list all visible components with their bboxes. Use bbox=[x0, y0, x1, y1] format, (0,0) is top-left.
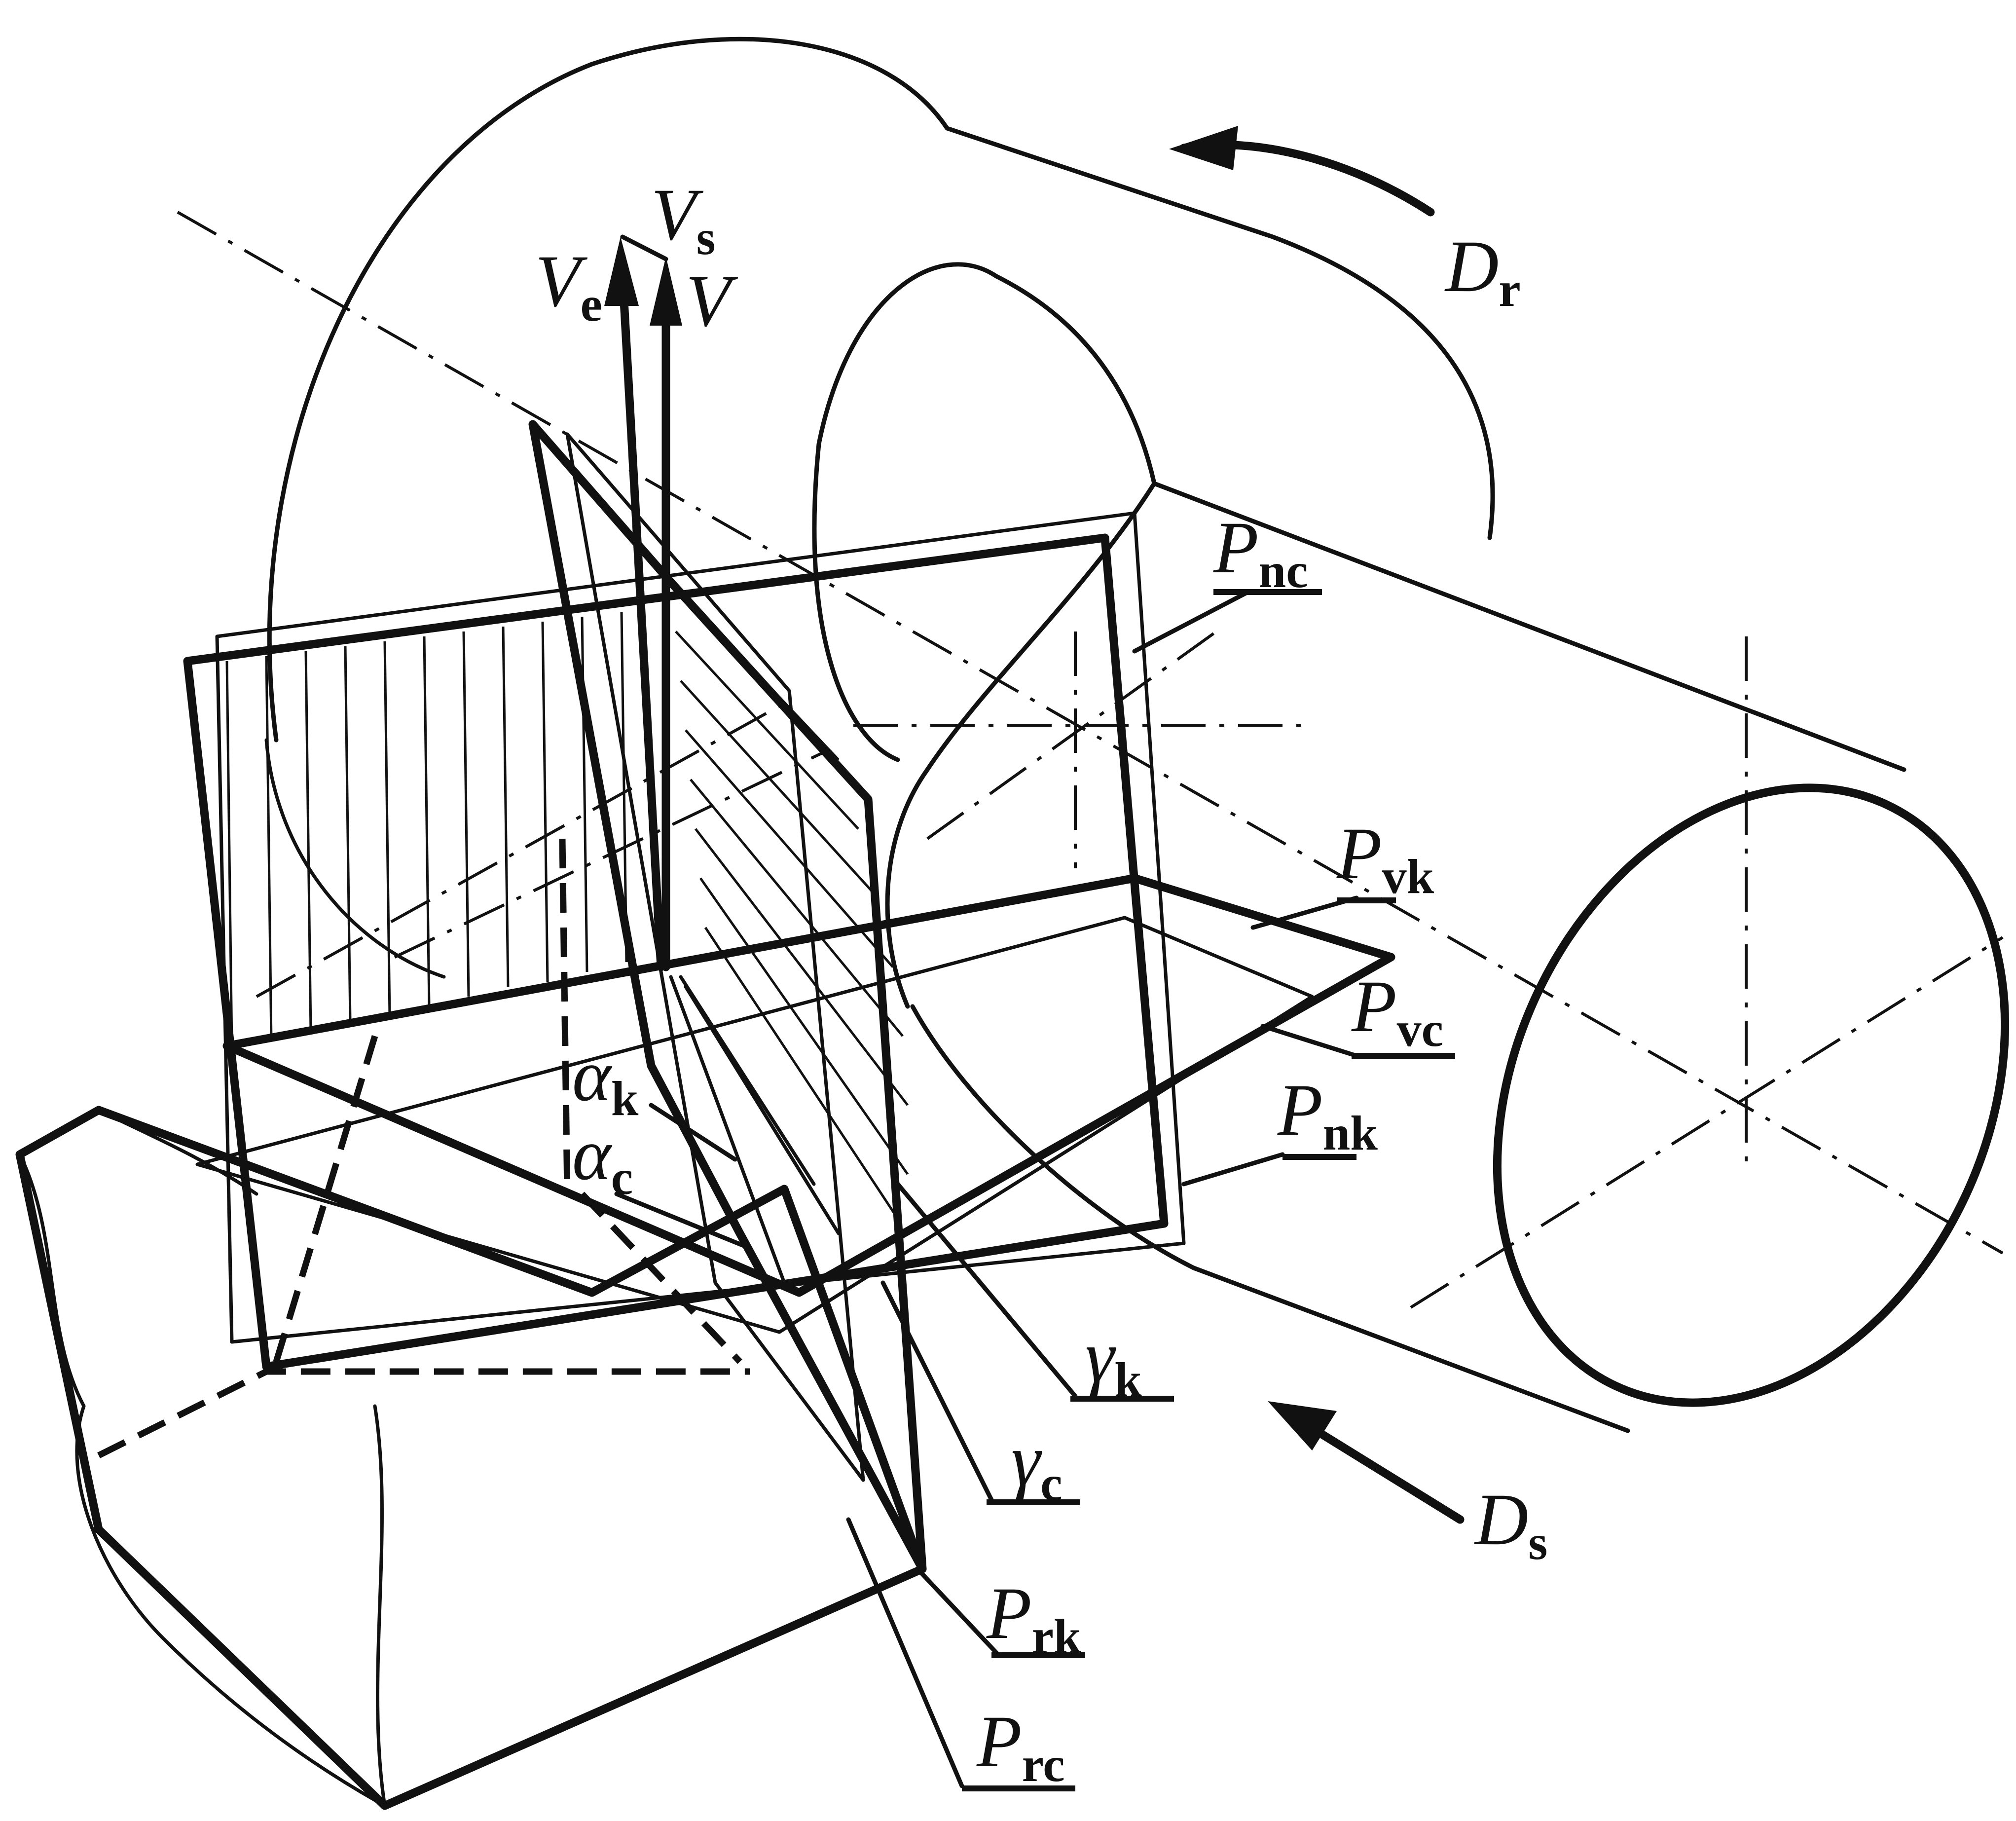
leader-prk bbox=[915, 1566, 999, 1655]
tool-section-edge bbox=[373, 1404, 387, 1808]
label-prk: Prk bbox=[986, 1572, 1081, 1664]
workpiece-left-end bbox=[267, 37, 1495, 743]
leader-prc bbox=[846, 1517, 964, 1788]
label-gk: γk bbox=[1085, 1316, 1142, 1407]
hatched-face-left bbox=[225, 611, 628, 1046]
feed-arrow-head bbox=[1268, 1401, 1337, 1450]
vector-vs bbox=[620, 234, 668, 261]
label-ak: αk bbox=[572, 1035, 639, 1126]
tool-break-line bbox=[18, 1152, 387, 1808]
label-pvk: Pvk bbox=[1336, 813, 1434, 904]
label-prc: Prc bbox=[976, 1701, 1065, 1792]
label-gc: γc bbox=[1011, 1419, 1063, 1511]
hidden-edges bbox=[97, 1368, 750, 1458]
hatched-face-right bbox=[670, 581, 909, 1220]
inner-arc bbox=[264, 738, 446, 979]
label-ve: Ve bbox=[535, 240, 602, 332]
hidden-edge-2 bbox=[273, 1035, 378, 1363]
label-ds: Ds bbox=[1474, 1479, 1547, 1570]
workpiece-bottom-generator bbox=[1191, 1265, 1630, 1433]
leader-pnk bbox=[1181, 1152, 1285, 1187]
label-v: V bbox=[686, 260, 738, 342]
tool-corner-curve bbox=[97, 1108, 258, 1196]
cutting-edge-1 bbox=[669, 975, 786, 1285]
vector-v-arrowhead bbox=[650, 257, 682, 326]
label-vs: Vs bbox=[651, 174, 716, 265]
tool-shank bbox=[15, 1106, 927, 1810]
label-ac: αc bbox=[572, 1114, 633, 1205]
plane-pnc bbox=[215, 511, 1186, 1344]
leader-pvc bbox=[1260, 1024, 1359, 1058]
rotation-arrow-head bbox=[1169, 126, 1238, 170]
plane-pvc bbox=[195, 916, 1314, 1334]
leader-pnc bbox=[1132, 590, 1250, 654]
label-dr: Dr bbox=[1444, 225, 1521, 317]
plane-prc bbox=[565, 432, 865, 1482]
tool-shank-outline bbox=[15, 1106, 927, 1810]
workpiece-axis bbox=[177, 211, 2004, 1255]
transition-surface-arc bbox=[910, 1004, 1196, 1270]
labels: Vs Ve V Dr Ds Pnc Pvk Pvc Pnk αk αc γk γ… bbox=[535, 174, 1547, 1792]
hidden-edge-3 bbox=[559, 838, 571, 1194]
leader-gk bbox=[895, 1182, 1078, 1399]
reference-planes bbox=[97, 420, 1395, 1573]
inner-axis-1 bbox=[256, 699, 790, 998]
plane-pnk bbox=[183, 533, 1169, 1371]
leader-gc bbox=[880, 1280, 994, 1502]
machined-surface-ellipse bbox=[812, 262, 1157, 762]
right-end-diagonal-axis bbox=[1410, 936, 2004, 1309]
motion-arrows bbox=[1169, 126, 1465, 1524]
hub-diagonal-axis bbox=[926, 625, 1224, 840]
cutting-edge-2 bbox=[684, 985, 841, 1235]
label-pnk: Pnk bbox=[1277, 1069, 1378, 1160]
workpiece-top-generator bbox=[1152, 481, 1906, 772]
label-pvc: Pvc bbox=[1351, 966, 1443, 1057]
workpiece-right-end bbox=[1493, 783, 2010, 1407]
cutting-edge-3 bbox=[679, 975, 816, 1186]
plane-pvk bbox=[222, 874, 1395, 1297]
angle-ac-arc bbox=[614, 1191, 752, 1251]
leader-lines bbox=[846, 590, 1359, 1788]
vector-ve-arrowhead bbox=[604, 237, 639, 306]
angle-marks bbox=[614, 975, 841, 1285]
label-pnc: Pnc bbox=[1213, 507, 1308, 598]
velocity-vectors bbox=[604, 234, 682, 971]
angle-ak-arc bbox=[649, 1103, 737, 1162]
hidden-edge-4 bbox=[580, 1191, 742, 1364]
vector-ve bbox=[617, 252, 665, 971]
